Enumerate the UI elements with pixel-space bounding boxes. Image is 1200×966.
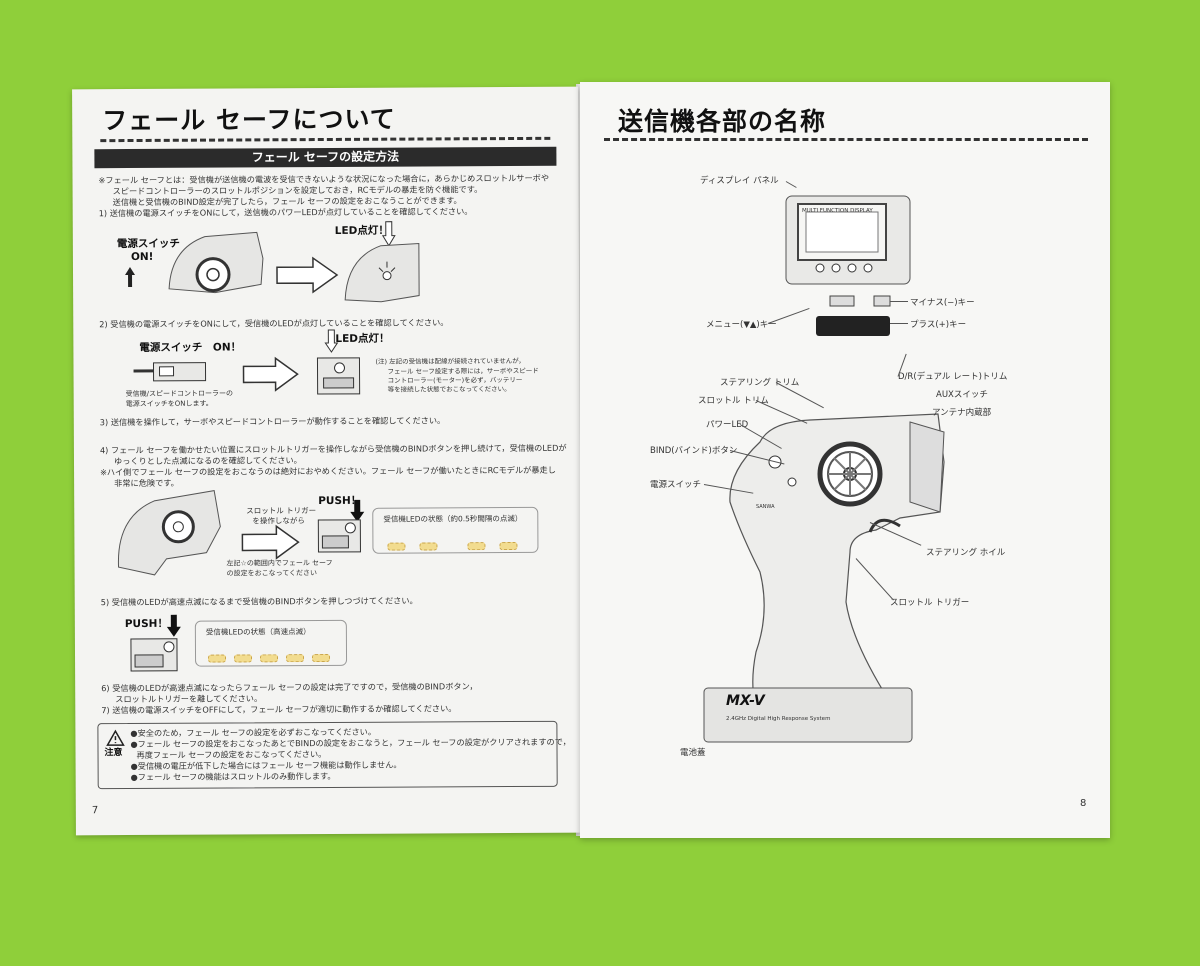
power-switch-on-label: 電源スイッチ ON！ [139, 341, 242, 354]
range-caption-1: 左記☆の範囲内でフェール セーフ [226, 558, 333, 568]
caution-3: 再度フェール セーフの設定をおこなってください。 [136, 749, 327, 761]
receiver-led-illustration [316, 357, 361, 395]
page-title-failsafe: フェール セーフについて [102, 104, 396, 136]
step-7: 7) 送信機の電源スイッチをOFFにして，フェール セーフが適切に動作するか確認… [101, 703, 457, 716]
lcd-text: MULTI FUNCTION DISPLAY [802, 208, 873, 214]
caution-label: 注意 [104, 748, 123, 759]
step-5: 5) 受信機のLEDが高速点滅になるまで受信機のBINDボタンを押しつづけてくだ… [100, 595, 418, 608]
label-power-led: パワーLED [706, 420, 749, 430]
warning-icon [106, 729, 125, 746]
left-page: フェール セーフについて フェール セーフの設定方法 ※フェール セーフとは：受… [72, 86, 582, 836]
right-arrow-icon [242, 356, 299, 392]
right-arrow-icon [241, 524, 300, 560]
label-dr-trim: D/R(デュアル レート)トリム [898, 372, 1008, 382]
page-title-parts: 送信機各部の名称 [618, 107, 827, 136]
caution-1: ●安全のため，フェール セーフの設定を必ずおこなってください。 [130, 726, 377, 739]
label-battery-cover: 電池蓋 [680, 748, 706, 758]
led-blink-icon [312, 653, 331, 663]
note-line-4: 等を接続した状態でおこなってください。 [387, 385, 511, 394]
brand-subtitle: 2.4GHz Digital High Response System [726, 716, 831, 722]
label-bind-button: BIND(バインド)ボタン [650, 446, 738, 456]
display-panel-illustration [785, 195, 911, 285]
led-blink-icon [499, 542, 518, 551]
on-label: ON! [130, 250, 154, 264]
right-page: 送信機各部の名称 MULTI FUNCTION DISPLAY ディスプレイ パ… [580, 82, 1110, 838]
step-3: 3) 送信機を操作して，サーボやスピードコントローラーが動作することを確認してく… [99, 415, 446, 428]
label-steering-trim: ステアリング トリム [720, 378, 800, 388]
leader-menu [767, 307, 810, 324]
title-underline [604, 138, 1088, 141]
step-1: 1) 送信機の電源スイッチをONにして，送信機のパワーLEDが点灯していることを… [98, 206, 473, 219]
label-aux-switch: AUXスイッチ [936, 390, 988, 400]
transmitter-illustration [703, 413, 945, 743]
title-underline [100, 136, 551, 143]
brand-logo: MX-V [726, 693, 765, 709]
label-throttle-trigger: スロットル トリガー [890, 598, 970, 608]
slow-blink-box: 受信機LEDの状態（約0.5秒間隔の点滅） [372, 506, 539, 555]
label-steering-wheel: ステアリング ホイル [926, 548, 1006, 558]
led-blink-icon [208, 654, 227, 663]
intro-line-3: 送信機と受信機のBIND設定が完了したら，フェール セーフの設定をおこなうことが… [112, 195, 462, 208]
leader-plus [890, 323, 908, 324]
slow-blink-leds [387, 535, 531, 555]
up-arrow-icon [125, 267, 136, 288]
step-4-line-2: ゆっくりとした点滅になるのを確認してください。 [113, 455, 302, 467]
receiver-push-illustration [317, 519, 361, 553]
led-lit-label: LED点灯！ [334, 224, 389, 237]
transmitter-trigger-illustration [118, 490, 221, 576]
led-blink-icon [234, 654, 253, 663]
note-line-1: (注) 左記の受信機は配線が接続されていませんが， [375, 356, 525, 366]
led-lit-label-2: LED点灯！ [335, 332, 390, 345]
caution-4: ●受信機の電圧が低下した場合にはフェール セーフ機能は動作しません。 [130, 759, 402, 772]
key-buttons-illustration [816, 295, 891, 336]
step-4-line-3: ※ハイ側でフェール セーフの設定をおこなうのは絶対におやめください。フェール セ… [100, 464, 556, 478]
section-heading: フェール セーフの設定方法 [94, 146, 557, 169]
range-caption-2: の設定をおこなってください [226, 569, 318, 578]
down-arrow-icon [324, 329, 339, 353]
right-arrow-icon [276, 256, 339, 294]
push-arrow-icon [350, 499, 365, 522]
fast-blink-label: 受信機LEDの状態（高速点滅） [205, 627, 311, 637]
label-antenna: アンテナ内蔵部 [932, 408, 992, 418]
step-6-line-1: 6) 受信機のLEDが高速点滅になったらフェール セーフの設定は完了ですので，受… [101, 681, 478, 694]
led-blink-icon [387, 542, 406, 551]
leader-display [785, 181, 797, 188]
push-label-2: PUSH！ [124, 617, 168, 631]
receiver-illustration [133, 362, 207, 382]
slow-blink-label: 受信機LEDの状態（約0.5秒間隔の点滅） [383, 513, 523, 524]
caution-box: 注意 ●安全のため，フェール セーフの設定を必ずおこなってください。 ●フェール… [97, 720, 571, 790]
receiver-push-illustration-2 [130, 638, 178, 672]
receiver-caption-2: 電源スイッチをONします。 [125, 399, 213, 409]
page-number-8: 8 [1080, 798, 1087, 809]
led-blink-icon [260, 654, 279, 663]
caution-2: ●フェール セーフの設定をおこなったあとでBINDの設定をおこなうと，フェール … [130, 736, 571, 750]
label-display: ディスプレイ パネル [700, 176, 779, 186]
push-arrow-icon [166, 614, 181, 637]
receiver-caption-1: 受信機/スピードコントローラーの [125, 389, 234, 399]
intro-line-2: スピードコントローラーのスロットルポジションを設定しておき，RCモデルの暴走を防… [112, 184, 483, 197]
led-blink-icon [419, 542, 438, 551]
led-blink-icon [467, 542, 486, 551]
label-minus-key: マイナス(−)キー [910, 298, 975, 308]
fast-blink-box: 受信機LEDの状態（高速点滅） [194, 619, 348, 667]
down-arrow-icon [381, 221, 396, 247]
label-power-switch: 電源スイッチ [650, 480, 702, 490]
label-menu-key: メニュー(▼▲)キー [706, 320, 777, 330]
fast-blink-leds [208, 647, 331, 667]
leader-minus [890, 301, 908, 302]
throttle-caption-1: スロットル トリガー [246, 506, 317, 516]
transmitter-led-illustration [344, 242, 420, 303]
transmitter-illustration [168, 231, 264, 294]
throttle-caption-2: を操作しながら [252, 516, 305, 526]
sanwa-logo: SANWA [756, 504, 775, 510]
step-2: 2) 受信機の電源スイッチをONにして，受信機のLEDが点灯していることを確認し… [99, 317, 449, 330]
led-blink-icon [286, 654, 305, 663]
step-4-line-1: 4) フェール セーフを働かせたい位置にスロットルトリガーを操作しながら受信機の… [99, 442, 567, 456]
label-plus-key: プラス(+)キー [910, 320, 967, 330]
caution-5: ●フェール セーフの機能はスロットルのみ動作します。 [130, 770, 336, 783]
label-throttle-trim: スロットル トリム [698, 396, 769, 406]
page-number-7: 7 [91, 805, 99, 817]
step-6-line-2: スロットルトリガーを離してください。 [115, 693, 263, 705]
